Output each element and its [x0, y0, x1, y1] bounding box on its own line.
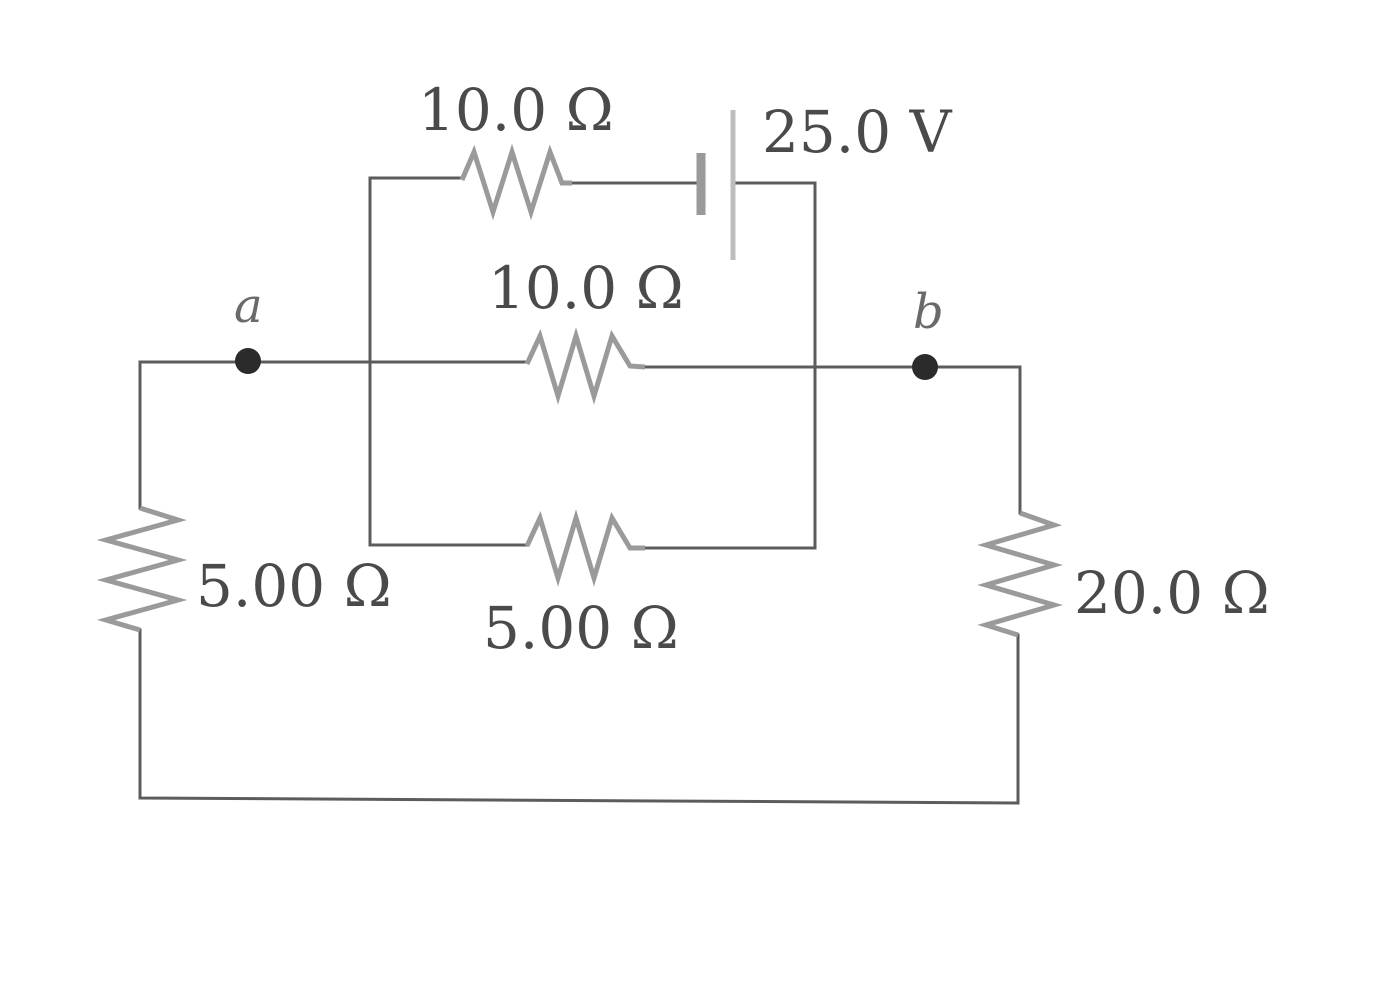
resistor-right-20ohm [977, 510, 1063, 638]
wires [138, 176, 1022, 805]
node-a-dot [235, 348, 261, 374]
label-battery-voltage: 25.0 V [762, 98, 953, 166]
label-bottom-resistor: 5.00 Ω [483, 594, 679, 662]
label-left-resistor: 5.00 Ω [196, 552, 392, 620]
label-node-b: b [913, 284, 944, 340]
node-b-dot [912, 354, 938, 380]
wire-outer-bottom [138, 628, 1020, 805]
wire-top-left [368, 176, 464, 547]
resistor-bottom-5ohm [524, 509, 645, 587]
resistor-top-10ohm [459, 143, 572, 221]
label-top-resistor: 10.0 Ω [418, 76, 614, 144]
wire-battery-to-right [733, 181, 817, 550]
resistor-mid-10ohm [524, 327, 646, 405]
resistor-left-5ohm [96, 505, 188, 633]
battery [696, 110, 736, 260]
label-right-resistor: 20.0 Ω [1074, 559, 1270, 627]
label-node-a: a [234, 278, 263, 334]
label-mid-resistor: 10.0 Ω [488, 254, 684, 322]
